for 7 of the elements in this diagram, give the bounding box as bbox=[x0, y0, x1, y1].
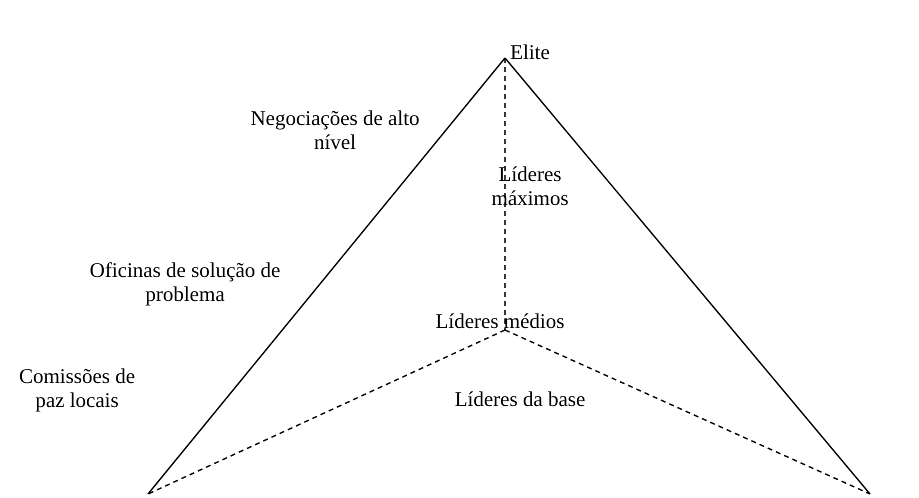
level-label: Líderes máximos bbox=[490, 162, 570, 210]
apex-label: Elite bbox=[509, 40, 551, 64]
level-label: Líderes da base bbox=[454, 387, 586, 411]
level-label: Comissões de paz locais bbox=[18, 364, 136, 412]
level-label: Oficinas de solução de problema bbox=[88, 258, 282, 306]
level-label: Negociações de alto nível bbox=[250, 106, 420, 154]
level-label: Líderes médios bbox=[434, 309, 566, 333]
